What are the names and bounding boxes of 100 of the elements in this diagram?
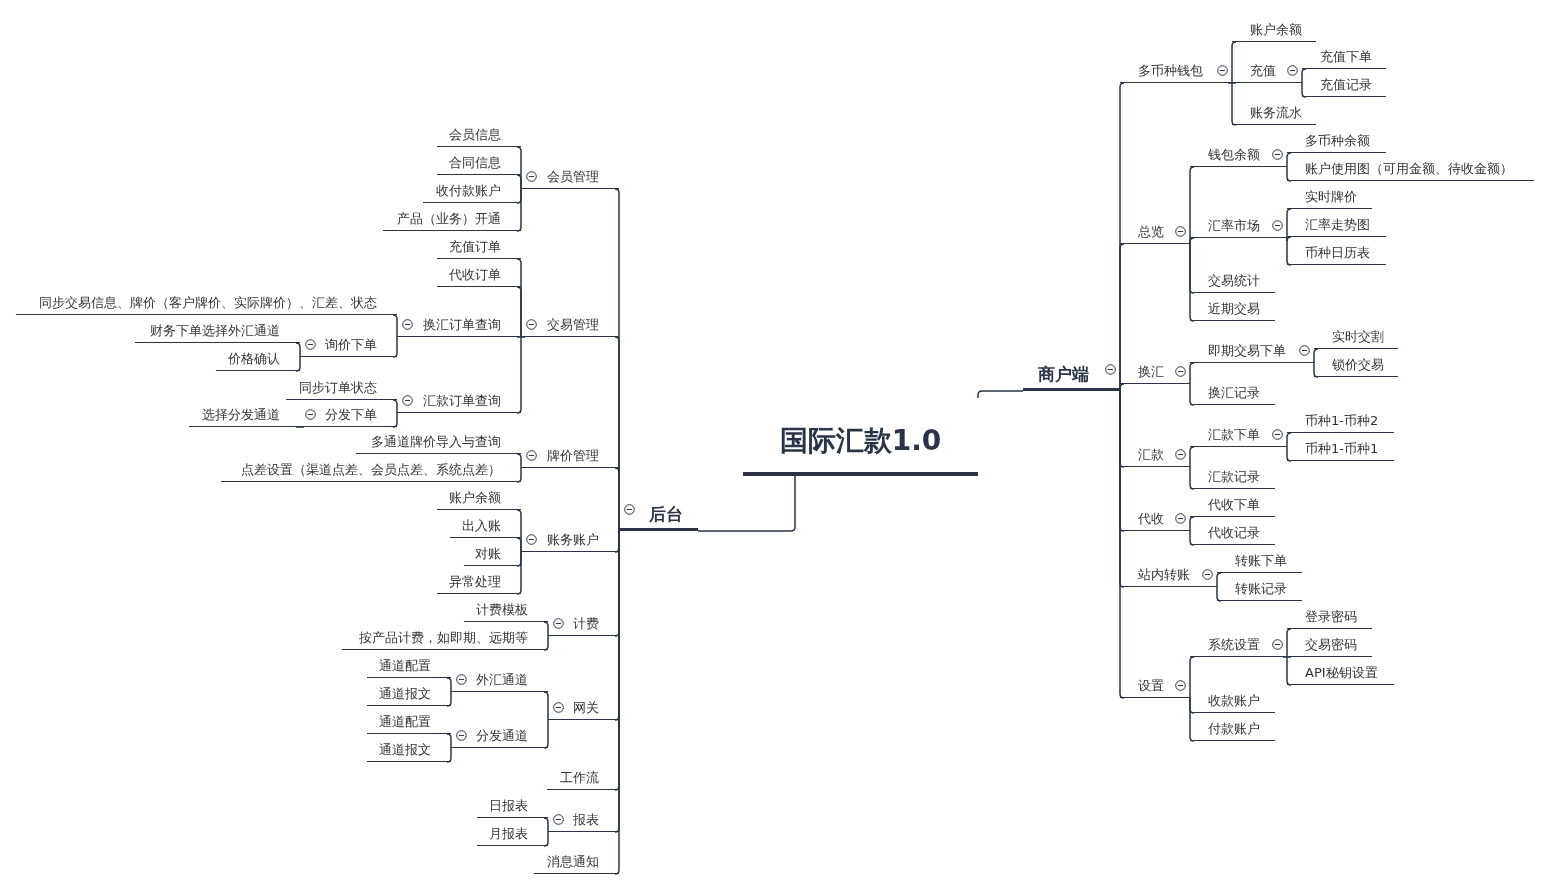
branch-topic: 对账: [464, 540, 521, 566]
branch-topic: 转账下单: [1217, 547, 1302, 573]
branch-topic: 交易密码: [1287, 631, 1372, 657]
branch-line: [516, 453, 522, 469]
branch-topic: 同步交易信息、牌价（客户牌价、实际牌价）、汇差、状态: [16, 289, 397, 315]
branch-line: [1286, 152, 1292, 168]
branch-line: [516, 286, 522, 338]
branch-topic: 币种1-币种1: [1287, 435, 1394, 461]
branch-line: [1286, 166, 1292, 182]
branch-topic: 会员管理: [521, 163, 619, 189]
branch-topic: 近期交易: [1190, 295, 1275, 321]
branch-line: [516, 336, 522, 414]
branch-line: [1119, 390, 1125, 699]
branch-topic: 实时交割: [1314, 323, 1398, 349]
branch-line: [1286, 446, 1292, 462]
branch-topic: 币种1-币种2: [1287, 407, 1394, 433]
branch-line: [1286, 237, 1292, 266]
branch-topic: 汇款下单: [1190, 421, 1287, 447]
branch-line: [1231, 82, 1237, 126]
branch-topic: 代收记录: [1190, 519, 1275, 545]
main-topic: 后台: [619, 499, 698, 531]
branch-topic: 月报表: [477, 820, 548, 846]
branch-line: [516, 551, 522, 595]
branch-topic: 汇款记录: [1190, 463, 1275, 489]
branch-line: [543, 817, 549, 833]
branch-topic: 财务下单选择外汇通道: [135, 317, 300, 343]
branch-line: [1189, 243, 1195, 322]
branch-topic: 换汇订单查询: [397, 311, 521, 337]
branch-line: [1189, 656, 1195, 699]
branch-line: [1313, 348, 1319, 364]
branch-topic: 登录密码: [1287, 603, 1372, 629]
branch-topic: 汇率走势图: [1287, 211, 1386, 237]
branch-line: [516, 537, 522, 553]
branch-topic: 工作流: [547, 764, 619, 790]
branch-topic: 账户使用图（可用金额、待收金额）: [1287, 155, 1534, 181]
branch-line: [1189, 697, 1195, 742]
branch-line: [1189, 516, 1195, 532]
branch-topic: 钱包余额: [1190, 141, 1287, 167]
branch-topic: 分发下单: [300, 401, 397, 427]
branch-topic: 代收: [1120, 505, 1190, 531]
branch-topic: 总览: [1120, 218, 1190, 244]
branch-topic: 异常处理: [437, 568, 521, 594]
branch-topic: 合同信息: [437, 149, 521, 175]
branch-topic: 多币种余额: [1287, 127, 1386, 153]
branch-topic: 分发通道: [451, 722, 548, 748]
branch-topic: 设置: [1120, 672, 1190, 698]
branch-topic: 换汇: [1120, 358, 1190, 384]
branch-topic: 账户余额: [1232, 16, 1316, 42]
branch-topic: 充值下单: [1302, 43, 1386, 69]
branch-line: [697, 475, 796, 532]
branch-line: [543, 621, 549, 637]
branch-line: [446, 691, 452, 707]
branch-topic: 代收订单: [437, 261, 521, 287]
branch-topic: 收付款账户: [423, 177, 521, 203]
branch-topic: 点差设置（渠道点差、会员点差、系统点差）: [221, 456, 521, 482]
branch-line: [1313, 362, 1319, 378]
main-topic: 商户端: [1023, 359, 1120, 391]
branch-line: [1231, 41, 1237, 84]
branch-line: [516, 467, 522, 483]
branch-line: [1189, 362, 1195, 385]
branch-topic: 网关: [548, 694, 619, 720]
branch-topic: 同步订单状态: [286, 374, 397, 400]
branch-topic: 汇款订单查询: [397, 387, 521, 413]
branch-line: [1189, 446, 1195, 468]
branch-topic: 交易管理: [521, 311, 619, 337]
branch-line: [1301, 68, 1307, 84]
branch-line: [516, 174, 522, 190]
branch-line: [1189, 530, 1195, 546]
branch-topic: 收款账户: [1190, 687, 1275, 713]
branch-line: [614, 467, 620, 532]
branch-line: [1216, 572, 1222, 588]
branch-topic: 转账记录: [1217, 575, 1302, 601]
branch-topic: 价格确认: [216, 345, 300, 371]
branch-line: [1189, 383, 1195, 406]
branch-line: [295, 356, 301, 372]
branch-line: [516, 336, 526, 338]
branch-topic: 选择分发通道: [189, 401, 300, 427]
branch-topic: 币种日历表: [1287, 239, 1386, 265]
branch-line: [295, 342, 301, 358]
branch-topic: 通道报文: [367, 736, 451, 762]
branch-topic: 通道报文: [367, 680, 451, 706]
branch-topic: 通道配置: [367, 652, 451, 678]
branch-line: [543, 831, 549, 847]
branch-line: [516, 188, 522, 232]
branch-line: [1286, 208, 1292, 239]
branch-topic: 汇款: [1120, 441, 1190, 467]
branch-line: [1301, 82, 1307, 98]
branch-line: [392, 336, 398, 358]
branch-topic: 充值: [1232, 57, 1302, 83]
branch-topic: 多通道牌价导入与查询: [356, 428, 521, 454]
branch-line: [392, 412, 398, 428]
branch-line: [1286, 628, 1292, 658]
branch-topic: 产品（业务）开通: [383, 205, 521, 231]
branch-topic: 消息通知: [534, 848, 619, 874]
branch-topic: 账户余额: [437, 484, 521, 510]
branch-line: [543, 691, 549, 721]
branch-topic: 实时牌价: [1287, 183, 1372, 209]
branch-line: [1286, 432, 1292, 448]
branch-topic: 汇率市场: [1190, 212, 1287, 238]
branch-topic: 牌价管理: [521, 442, 619, 468]
